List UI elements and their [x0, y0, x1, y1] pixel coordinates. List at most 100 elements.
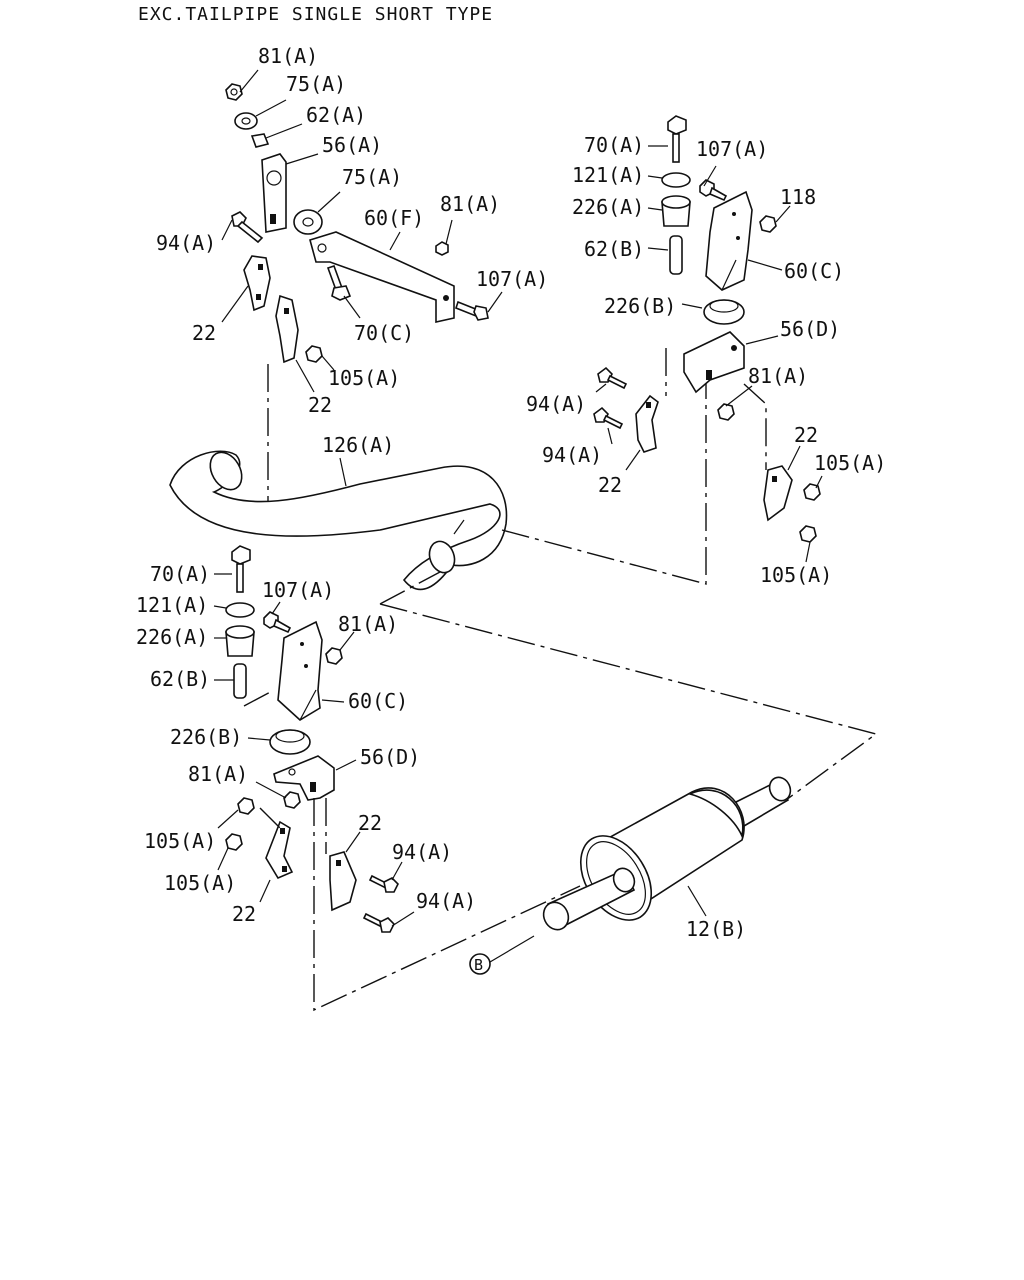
callout-label: 62(B) — [584, 237, 644, 261]
callout-label: 62(A) — [306, 103, 366, 127]
callout-label: 121(A) — [572, 163, 644, 187]
callout-label: 22 — [232, 902, 256, 926]
callout-label: 81(A) — [188, 762, 248, 786]
clamp-22-upper-right-part — [635, 394, 659, 453]
collar-62a-part — [250, 133, 270, 148]
bolt-94a-part — [231, 211, 264, 244]
nut-105a-upper-right-part — [803, 483, 821, 501]
diagram-title: EXC.TAILPIPE SINGLE SHORT TYPE — [138, 4, 493, 25]
callout-label: 226(B) — [604, 294, 676, 318]
muffler-outlet-end — [768, 776, 792, 802]
callout-label: 75(A) — [286, 72, 346, 96]
callout-labels: 81(A) 75(A) 62(A) 56(A) 75(A) 60(F) 81(A… — [136, 44, 886, 974]
callout-label: 94(A) — [392, 840, 452, 864]
nut-81a-upper-right-part — [717, 403, 735, 421]
bracket-56a-part — [261, 153, 287, 233]
callout-label: 226(A) — [572, 195, 644, 219]
muffler-12b — [489, 776, 792, 963]
callout-label: 56(D) — [360, 745, 420, 769]
callout-label: 22 — [308, 393, 332, 417]
upper-left-hanger-group — [221, 69, 503, 393]
bracket-60c-part — [705, 190, 753, 291]
washer-121a-part — [661, 172, 691, 188]
centerline-pipe-to-muffler — [379, 571, 441, 605]
callout-label: 105(A) — [814, 451, 886, 475]
callout-label: 81(A) — [258, 44, 318, 68]
callout-label: 107(A) — [262, 578, 334, 602]
muffler-inlet-end — [542, 901, 570, 931]
lower-left-hanger-group — [213, 545, 415, 933]
callout-label: 94(A) — [156, 231, 216, 255]
callout-label: 22 — [358, 811, 382, 835]
upper-right-hanger-group — [593, 115, 823, 563]
callout-label: 12(B) — [686, 917, 746, 941]
bushing-226b-lower-part — [269, 729, 311, 755]
callout-label: 121(A) — [136, 593, 208, 617]
washer-75a-part — [234, 112, 258, 130]
clamp-22-lower-left-part — [265, 820, 294, 880]
washer-121a-lower-part — [225, 602, 255, 618]
callout-label: 81(A) — [440, 192, 500, 216]
callout-label: 60(C) — [784, 259, 844, 283]
callout-label: 94(A) — [542, 443, 602, 467]
nut-81a-lower-left-part — [283, 791, 301, 809]
bolt-94a-lower-part — [362, 874, 399, 933]
callout-label: 70(A) — [584, 133, 644, 157]
bracket-56d-part — [683, 331, 745, 394]
centerline-pipe-right — [501, 364, 707, 585]
callout-label: 105(A) — [144, 829, 216, 853]
centerline-lower-loop — [313, 798, 581, 1012]
bushing-226a-part — [661, 195, 691, 227]
clamp-22-lower-mid-part — [329, 851, 357, 912]
callout-label: 81(A) — [338, 612, 398, 636]
callout-label: 107(A) — [696, 137, 768, 161]
callout-label: 22 — [192, 321, 216, 345]
centerline-muffler-link — [379, 603, 878, 801]
bolt-70a-lower-part — [231, 545, 251, 593]
bolt-107a-part — [455, 300, 489, 321]
bolt-70a-part — [667, 115, 687, 163]
nut-118-part — [759, 215, 777, 233]
callout-label: 70(C) — [354, 321, 414, 345]
center-pipe-126a — [169, 450, 508, 591]
callout-label: 105(A) — [760, 563, 832, 587]
callout-label: 81(A) — [748, 364, 808, 388]
bolt-94a-upper-right-part — [593, 366, 628, 430]
bracket-60c-lower-part — [277, 620, 323, 721]
upper-right-leaders — [595, 145, 823, 563]
bolt-107a-upper-right-part — [699, 179, 728, 202]
callout-label: 126(A) — [322, 433, 394, 457]
nut-81a-right-part — [435, 241, 449, 256]
callout-label: 94(A) — [526, 392, 586, 416]
callout-label: 70(A) — [150, 562, 210, 586]
callout-label: 226(B) — [170, 725, 242, 749]
callout-label: 118 — [780, 185, 816, 209]
nut-105a-lower-right-part — [799, 525, 817, 543]
callout-label: 105(A) — [328, 366, 400, 390]
callout-label: 107(A) — [476, 267, 548, 291]
clamp-22-part — [243, 255, 271, 312]
nut-105a-part — [305, 345, 323, 363]
clamp-22-far-right-part — [763, 465, 793, 522]
washer-75a-lower-part — [293, 209, 323, 235]
collar-62b-part — [669, 235, 683, 275]
callout-label: 105(A) — [164, 871, 236, 895]
callout-label: 22 — [598, 473, 622, 497]
callout-label: 60(C) — [348, 689, 408, 713]
bolt-107a-lower-part — [263, 611, 292, 634]
reference-b-label: B — [474, 956, 483, 974]
pipe-end-left — [209, 451, 243, 491]
nut-105a-lower-left-upper-part — [237, 797, 255, 815]
nut-81a-part — [225, 83, 243, 101]
pipe-end-right — [428, 540, 456, 574]
bushing-226a-lower-part — [225, 625, 255, 657]
upper-left-leaders — [221, 69, 503, 393]
collar-62b-lower-part — [233, 663, 247, 699]
callout-label: 62(B) — [150, 667, 210, 691]
callout-label: 94(A) — [416, 889, 476, 913]
callout-label: 75(A) — [342, 165, 402, 189]
nut-81a-lower-part — [325, 647, 343, 665]
callout-label: 60(F) — [364, 206, 424, 230]
bolt-70c-part — [326, 264, 352, 301]
